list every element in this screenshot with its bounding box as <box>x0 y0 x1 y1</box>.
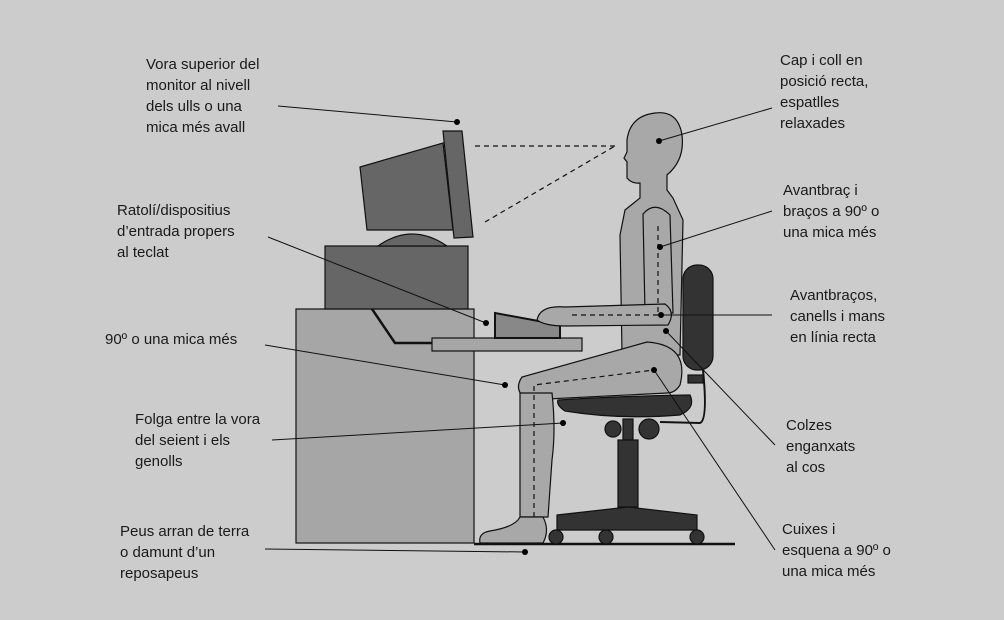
office-chair <box>548 264 714 545</box>
label-arms: Avantbraç i braços a 90º o una mica més <box>783 182 880 241</box>
label-knee-gap: Folga entre la vora del seient i els gen… <box>135 411 261 470</box>
monitor-stand <box>376 233 449 247</box>
label-thighs: Cuixes i esquena a 90º o una mica més <box>782 521 891 580</box>
label-elbows: Colzes enganxats al cos <box>786 417 856 476</box>
seated-person <box>479 112 684 544</box>
label-knee-angle: 90º o una mica més <box>105 331 238 348</box>
label-monitor: Vora superior del monitor al nivell dels… <box>146 56 260 136</box>
keyboard-tray-bracket <box>370 308 432 345</box>
label-feet: Peus arran de terra o damunt d’un reposa… <box>120 523 250 582</box>
keyboard-tray <box>431 337 583 352</box>
label-mouse: Ratolí/dispositius d’entrada propers al … <box>117 202 235 261</box>
callout-dots <box>454 119 669 555</box>
label-wrists: Avantbraços, canells i mans en línia rec… <box>790 287 886 346</box>
monitor-screen <box>442 130 474 239</box>
computer-case <box>324 245 469 310</box>
monitor-body <box>359 142 454 231</box>
label-head: Cap i coll en posició recta, espatlles r… <box>780 52 869 132</box>
